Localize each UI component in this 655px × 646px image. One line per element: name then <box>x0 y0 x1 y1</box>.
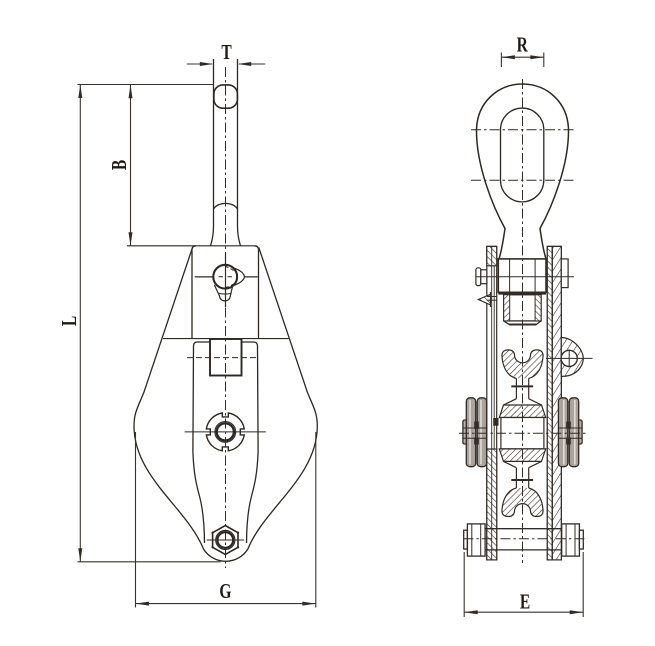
svg-text:T: T <box>221 41 232 65</box>
svg-text:G: G <box>219 580 231 604</box>
svg-text:B: B <box>108 160 132 170</box>
svg-text:R: R <box>517 33 529 57</box>
svg-text:E: E <box>520 590 530 614</box>
svg-text:L: L <box>57 316 81 326</box>
